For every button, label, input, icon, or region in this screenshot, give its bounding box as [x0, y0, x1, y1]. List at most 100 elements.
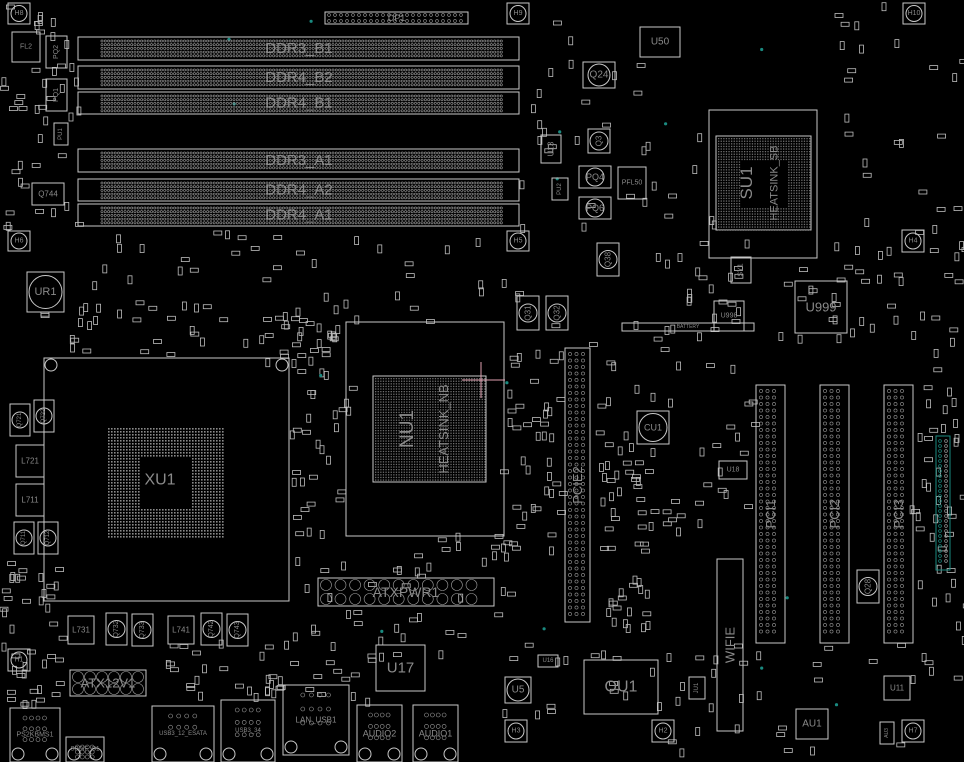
component-ddr3-b1[interactable]: DDR3_B1: [77, 36, 520, 61]
pin: [239, 54, 243, 58]
pin: [117, 54, 120, 58]
pin: [219, 431, 221, 433]
pin: [219, 458, 221, 460]
smd-pad: [202, 664, 207, 674]
pin: [268, 43, 272, 47]
smd-pad: [394, 623, 400, 633]
smd-pad: [924, 660, 934, 666]
pin: [265, 47, 269, 50]
smd-pad: [445, 630, 455, 635]
pin: [165, 455, 167, 457]
smd-pad: [664, 213, 674, 219]
pin: [173, 54, 177, 58]
pin: [232, 43, 236, 47]
pin: [177, 455, 179, 457]
pin: [219, 461, 221, 463]
smd-pad: [333, 668, 343, 674]
pin: [156, 434, 158, 436]
smd-pad: [302, 429, 311, 435]
smd-pad: [910, 675, 916, 684]
smd-pad: [655, 252, 661, 262]
pin: [222, 464, 224, 466]
smd-pad: [414, 567, 420, 577]
pin: [140, 47, 144, 50]
smd-pad: [692, 165, 698, 175]
pin: [496, 47, 500, 50]
pin: [480, 47, 483, 50]
pin: [207, 476, 209, 478]
smd-pad: [218, 639, 224, 649]
smd-pad: [153, 339, 162, 344]
smd-pad: [395, 291, 400, 301]
smd-pad: [42, 659, 47, 669]
smd-pad: [844, 264, 854, 270]
pin: [179, 47, 183, 50]
pin: [377, 43, 381, 47]
pin: [210, 437, 212, 439]
smd-pad: [698, 275, 708, 281]
pin: [460, 54, 464, 58]
smd-pad: [316, 339, 322, 349]
pin: [447, 54, 450, 58]
pin: [201, 437, 203, 439]
pin: [265, 50, 269, 54]
pin: [216, 54, 219, 58]
pin: [169, 68, 173, 72]
pin: [166, 50, 170, 54]
pin: [210, 467, 212, 469]
smd-pad: [657, 702, 662, 711]
pin: [225, 54, 229, 58]
pin: [311, 47, 315, 50]
pin: [173, 50, 177, 54]
pin: [150, 43, 153, 47]
pin: [219, 39, 223, 43]
smd-pad: [79, 306, 84, 316]
pin: [117, 43, 120, 47]
pin: [126, 440, 128, 442]
pin: [198, 479, 200, 481]
pin: [183, 452, 185, 454]
pin: [348, 54, 351, 58]
pin: [156, 47, 160, 50]
smd-pad: [595, 430, 605, 436]
pin: [473, 50, 477, 54]
smd-pad: [648, 522, 654, 531]
pin: [132, 467, 134, 469]
smd-pad: [51, 692, 61, 697]
pin: [272, 39, 276, 43]
pin: [216, 431, 218, 433]
smd-pad: [414, 553, 424, 559]
pin: [374, 47, 378, 50]
pin: [171, 446, 173, 448]
pin: [130, 54, 134, 58]
pin: [265, 54, 269, 58]
pin: [207, 464, 209, 466]
pin: [120, 458, 122, 460]
smd-pad: [808, 288, 818, 294]
pin: [480, 39, 483, 43]
pin: [235, 47, 239, 50]
smd-pad: [862, 158, 868, 168]
pin: [331, 50, 335, 54]
pin: [130, 50, 134, 54]
pin: [120, 39, 124, 43]
component-ddr4-b2[interactable]: DDR4_B2: [77, 65, 520, 90]
pin: [222, 50, 226, 54]
smd-pad: [37, 134, 43, 144]
pin: [186, 452, 188, 454]
pin: [189, 68, 193, 72]
smd-pad: [606, 397, 611, 407]
pin: [114, 443, 116, 445]
smd-pad: [954, 433, 960, 443]
pin: [255, 39, 259, 43]
smd-pad: [932, 597, 937, 607]
pin: [120, 473, 122, 475]
pin: [117, 461, 119, 463]
smd-pad: [416, 613, 422, 622]
pin: [204, 443, 206, 445]
pin: [126, 464, 128, 466]
smd-pad: [924, 457, 933, 463]
pin: [168, 440, 170, 442]
pin: [288, 54, 292, 58]
pin: [204, 458, 206, 460]
